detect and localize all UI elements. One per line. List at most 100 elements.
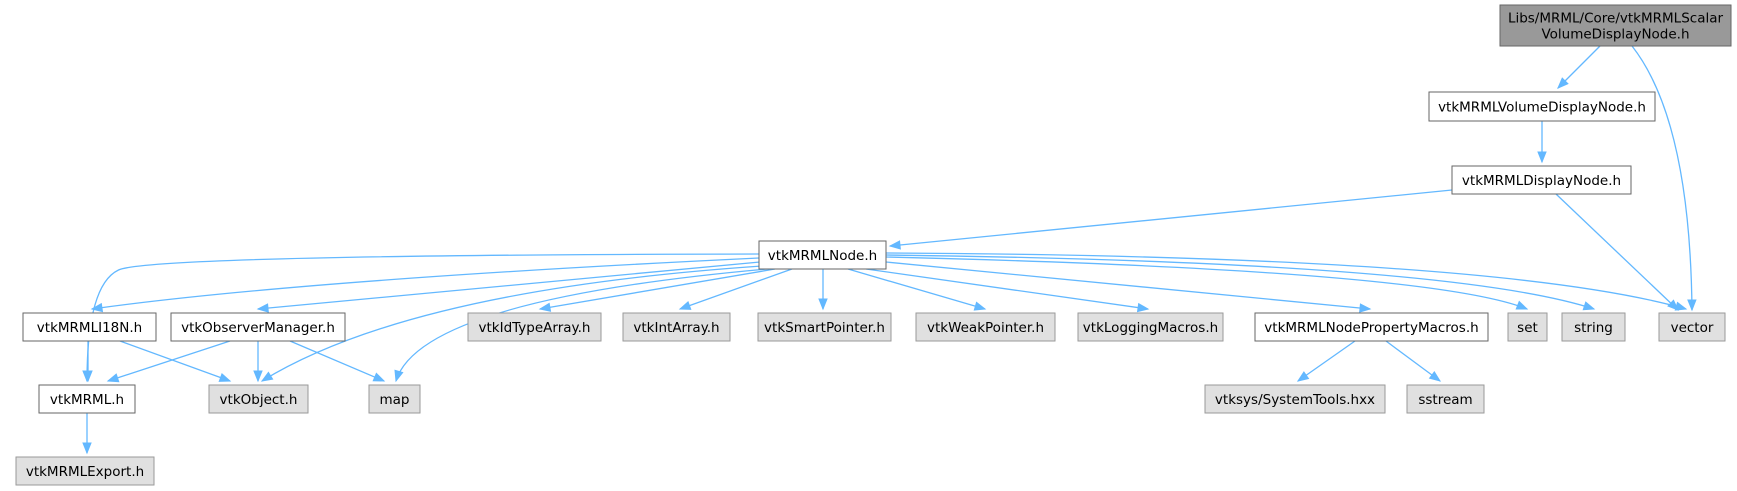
node-box xyxy=(757,312,892,342)
node-i18n[interactable]: vtkMRMLI18N.h xyxy=(22,312,157,342)
edge-volumedisplay-to-display xyxy=(1537,121,1547,164)
edge-mrmlnode-to-vtkobject xyxy=(260,265,763,382)
edge-mrml-to-export xyxy=(82,413,92,455)
arrowhead xyxy=(1515,300,1529,310)
edge-i18n-to-vtkobject xyxy=(119,340,232,382)
edge-mrmlnode-to-string xyxy=(885,254,1596,311)
node-label: vtkMRMLI18N.h xyxy=(37,320,142,336)
node-label: vtkMRML.h xyxy=(50,392,124,408)
arrowhead xyxy=(1557,77,1569,89)
node-systemtools: vtksys/SystemTools.hxx xyxy=(1204,384,1386,414)
node-mrml[interactable]: vtkMRML.h xyxy=(38,384,136,414)
node-idtype: vtkIdTypeArray.h xyxy=(467,312,602,342)
node-logging: vtkLoggingMacros.h xyxy=(1077,312,1224,342)
node-label: Libs/MRML/Core/vtkMRMLScalar xyxy=(1508,11,1724,27)
edge-propmacros-to-systemtools xyxy=(1296,340,1356,382)
edge-mrmlnode-to-observer xyxy=(256,261,761,313)
arrowhead xyxy=(82,442,92,455)
edge-observer-to-vtkobject xyxy=(253,341,263,383)
node-label: string xyxy=(1574,320,1613,336)
edge-mrmlnode-to-weakptr xyxy=(847,268,987,311)
arrowhead xyxy=(678,301,692,310)
edge-root-to-vector xyxy=(1631,45,1697,312)
edge-observer-to-map xyxy=(289,340,386,382)
node-sstream: sstream xyxy=(1406,384,1485,414)
node-label: sstream xyxy=(1418,392,1472,408)
node-box xyxy=(622,312,731,342)
node-weakptr: vtkWeakPointer.h xyxy=(915,312,1056,342)
node-vtkobject: vtkObject.h xyxy=(208,384,309,414)
edge-mrmlnode-to-vector xyxy=(885,252,1688,311)
arrowhead xyxy=(218,372,232,382)
node-label: vtkMRMLVolumeDisplayNode.h xyxy=(1438,100,1646,116)
node-box xyxy=(758,240,887,270)
node-label: vtkMRMLDisplayNode.h xyxy=(1462,173,1621,189)
edges-layer xyxy=(82,45,1697,455)
node-box xyxy=(368,384,421,414)
node-box xyxy=(170,312,346,342)
node-box xyxy=(1658,312,1726,342)
arrowhead xyxy=(90,302,104,313)
node-volumedisplay[interactable]: vtkMRMLVolumeDisplayNode.h xyxy=(1428,91,1656,122)
edge-mrmlnode-to-propmacros xyxy=(885,261,1372,313)
edge-mrmlnode-to-set xyxy=(885,256,1529,310)
node-box xyxy=(1204,384,1386,414)
node-root: Libs/MRML/Core/vtkMRMLScalarVolumeDispla… xyxy=(1499,4,1732,47)
node-box xyxy=(1451,165,1632,195)
arrowhead xyxy=(260,371,274,382)
arrowhead xyxy=(1296,371,1310,382)
arrowhead xyxy=(106,373,120,383)
arrowhead xyxy=(1359,303,1372,313)
node-box xyxy=(15,456,155,486)
arrowhead xyxy=(538,302,552,312)
node-box xyxy=(1507,312,1548,342)
node-mrmlnode[interactable]: vtkMRMLNode.h xyxy=(758,240,887,270)
edge-display-to-mrmlnode xyxy=(888,189,1453,250)
node-label: vtksys/SystemTools.hxx xyxy=(1215,392,1375,408)
node-box xyxy=(208,384,309,414)
edge-root-to-volumedisplay xyxy=(1557,45,1601,89)
node-vector: vector xyxy=(1658,312,1726,342)
node-box xyxy=(1499,4,1732,47)
node-label: vtkWeakPointer.h xyxy=(927,320,1044,336)
arrowhead xyxy=(256,303,269,313)
node-label: VolumeDisplayNode.h xyxy=(1541,27,1689,43)
node-intarray: vtkIntArray.h xyxy=(622,312,731,342)
edge-display-to-vector xyxy=(1555,193,1679,311)
node-box xyxy=(467,312,602,342)
edge-propmacros-to-sstream xyxy=(1385,340,1442,382)
edge-mrmlnode-to-idtype xyxy=(538,268,776,312)
edge-mrmlnode-to-logging xyxy=(865,268,1150,313)
arrowhead xyxy=(1674,301,1688,311)
node-box xyxy=(1561,312,1626,342)
arrowhead xyxy=(818,298,828,311)
arrowhead xyxy=(1136,302,1150,313)
node-display[interactable]: vtkMRMLDisplayNode.h xyxy=(1451,165,1632,195)
node-observer[interactable]: vtkObserverManager.h xyxy=(170,312,346,342)
nodes-layer: Libs/MRML/Core/vtkMRMLScalarVolumeDispla… xyxy=(15,4,1732,486)
arrowhead xyxy=(1428,370,1442,382)
arrowhead xyxy=(1687,299,1697,312)
node-label: set xyxy=(1517,320,1538,336)
node-label: vtkSmartPointer.h xyxy=(764,320,885,336)
arrowhead xyxy=(888,240,901,250)
node-box xyxy=(38,384,136,414)
arrowhead xyxy=(253,370,263,383)
node-box xyxy=(1406,384,1485,414)
node-label: vtkIdTypeArray.h xyxy=(479,320,591,336)
edge-mrmlnode-to-smartptr xyxy=(818,269,828,311)
node-propmacros[interactable]: vtkMRMLNodePropertyMacros.h xyxy=(1254,312,1489,342)
node-box xyxy=(915,312,1056,342)
node-label: vtkMRMLExport.h xyxy=(26,464,144,480)
edge-mrmlnode-to-intarray xyxy=(678,268,793,310)
arrowhead xyxy=(372,372,386,382)
node-label: vtkLoggingMacros.h xyxy=(1083,320,1218,336)
edge-observer-to-mrml xyxy=(106,340,231,383)
node-label: map xyxy=(380,392,410,408)
arrowhead xyxy=(1537,151,1547,164)
node-label: vtkObserverManager.h xyxy=(181,320,335,336)
node-string: string xyxy=(1561,312,1626,342)
arrowhead xyxy=(973,301,987,311)
node-box xyxy=(1428,91,1656,122)
